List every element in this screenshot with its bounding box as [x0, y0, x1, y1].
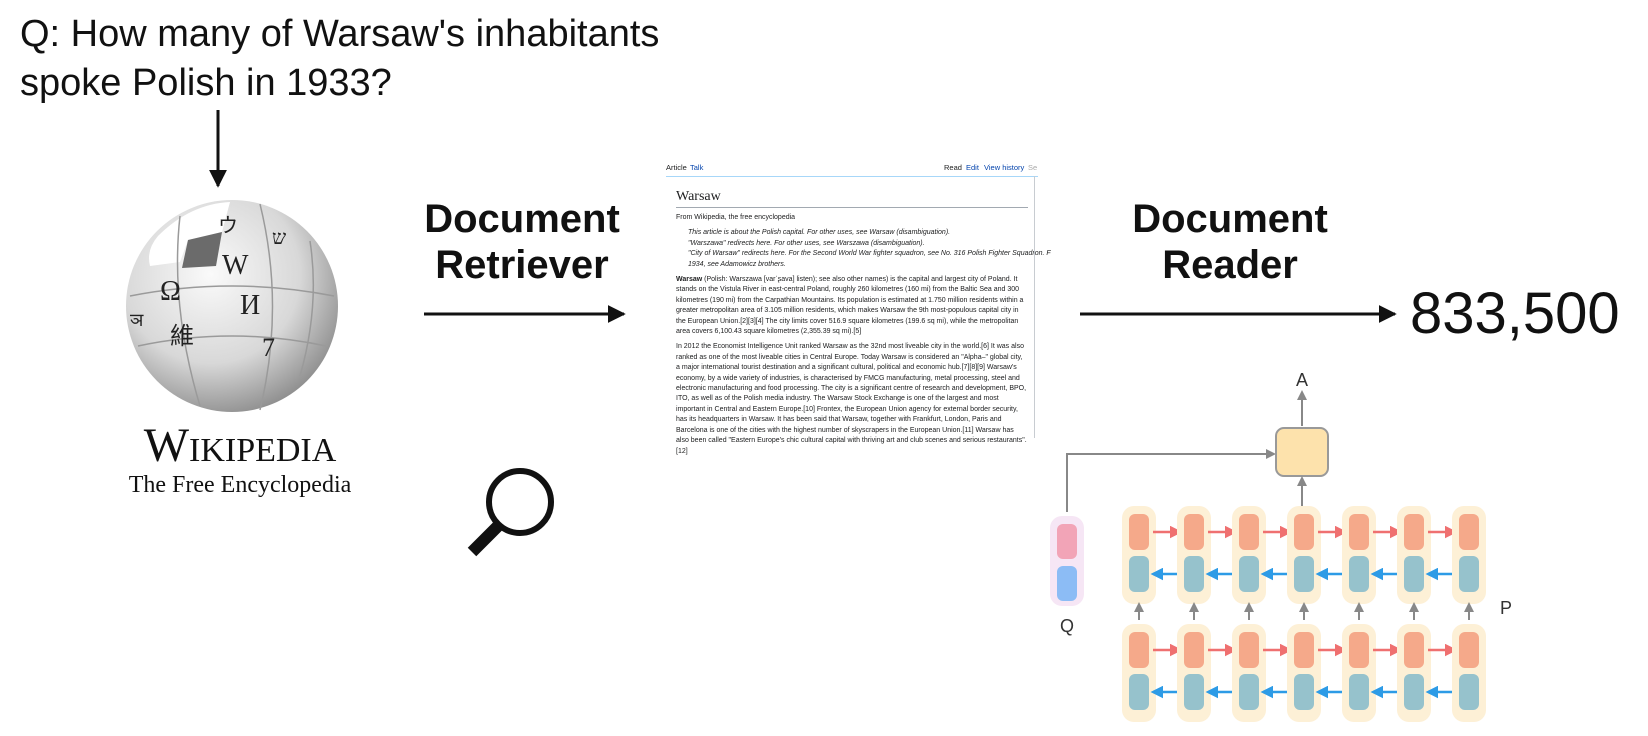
tab-article[interactable]: Article	[666, 163, 687, 172]
tab-view-history[interactable]: View history	[984, 163, 1025, 172]
retriever-line-2: Retriever	[435, 243, 609, 287]
output-box	[1275, 427, 1329, 477]
glyph-omega: Ω	[160, 276, 181, 307]
article-lead-term: Warsaw	[676, 276, 703, 283]
backward-cell	[1459, 674, 1479, 710]
forward-cell	[1184, 514, 1204, 550]
document-retriever-label: Document Retriever	[392, 196, 652, 288]
backward-cell	[1239, 556, 1259, 592]
question-line-2: spoke Polish in 1933?	[20, 62, 392, 104]
passage-label: P	[1500, 598, 1512, 618]
wikipedia-tagline: The Free Encyclopedia	[128, 472, 352, 498]
backward-cell	[1294, 556, 1314, 592]
glyph-wei: 維	[170, 323, 194, 350]
glyph-u: ウ	[218, 215, 238, 237]
forward-cell	[1349, 632, 1369, 668]
reader-line-2: Reader	[1162, 243, 1298, 287]
article-paragraph-2: In 2012 the Economist Intelligence Unit …	[676, 343, 1027, 455]
backward-cell	[1129, 556, 1149, 592]
backward-cell	[1129, 674, 1149, 710]
backward-cell	[1349, 674, 1369, 710]
forward-cell	[1129, 632, 1149, 668]
article-from: From Wikipedia, the free encyclopedia	[676, 214, 796, 221]
question-encoder-bottom	[1057, 566, 1077, 601]
article-paragraph-1: Warsaw (Polish: Warszawa [varˈʂava] list…	[676, 275, 1028, 337]
search-box[interactable]: Se	[1028, 163, 1038, 172]
tab-edit[interactable]: Edit	[966, 163, 979, 172]
forward-cell	[1184, 632, 1204, 668]
glyph-seven: 7	[262, 333, 275, 362]
forward-cell	[1294, 514, 1314, 550]
backward-cell	[1349, 556, 1369, 592]
forward-cell	[1459, 514, 1479, 550]
backward-cell	[1184, 674, 1204, 710]
question: Q: How many of Warsaw's inhabitants spok…	[20, 10, 659, 108]
retriever-line-1: Document	[424, 197, 620, 241]
forward-cell	[1294, 632, 1314, 668]
backward-cell	[1404, 556, 1424, 592]
tab-read[interactable]: Read	[944, 163, 962, 172]
backward-cell	[1239, 674, 1259, 710]
glyph-i: И	[240, 290, 260, 321]
forward-cell	[1239, 514, 1259, 550]
hatnote-4: 1934, see Adamowicz brothers.	[688, 260, 786, 268]
glyph-shin: ש	[272, 227, 286, 249]
document-reader-label: Document Reader	[1100, 196, 1360, 288]
backward-cell	[1184, 556, 1204, 592]
backward-cell	[1459, 556, 1479, 592]
hatnote-1: This article is about the Polish capital…	[688, 229, 951, 236]
forward-cell	[1239, 632, 1259, 668]
wikipedia-wordmark: Wikipedia	[70, 418, 410, 474]
magnifier-icon	[467, 468, 554, 557]
answer-text: 833,500	[1410, 281, 1620, 346]
wikipedia-globe-icon: Ω W 維 И 7 ウ ש ञ	[126, 200, 338, 412]
article-border	[1034, 176, 1035, 438]
article-title: Warsaw	[676, 189, 1028, 208]
hatnote-2: "Warszawa" redirects here. For other use…	[688, 239, 925, 247]
glyph-nya: ञ	[130, 310, 144, 330]
wordmark-text: Wikipedia	[143, 419, 337, 472]
forward-cell	[1404, 632, 1424, 668]
article-paragraph-1-text: (Polish: Warszawa [varˈʂava] listen); se…	[676, 276, 1024, 336]
wikipedia-article: Article Talk Read Edit View history Se W…	[666, 162, 1051, 455]
backward-cell	[1404, 674, 1424, 710]
question-line-1: Q: How many of Warsaw's inhabitants	[20, 13, 660, 55]
forward-cell	[1129, 514, 1149, 550]
backward-cell	[1294, 674, 1314, 710]
question-to-output-arrow	[1066, 449, 1276, 512]
output-label: A	[1296, 370, 1308, 390]
question-encoder-top	[1057, 524, 1077, 559]
article-tabs: Article Talk Read Edit View history Se	[666, 162, 1038, 177]
glyph-w: W	[222, 250, 249, 281]
forward-cell	[1459, 632, 1479, 668]
forward-cell	[1349, 514, 1369, 550]
reader-line-1: Document	[1132, 197, 1328, 241]
forward-cell	[1404, 514, 1424, 550]
hatnote-3: "City of Warsaw" redirects here. For the…	[688, 250, 1051, 257]
question-label: Q	[1060, 616, 1074, 636]
tab-talk[interactable]: Talk	[690, 163, 704, 172]
